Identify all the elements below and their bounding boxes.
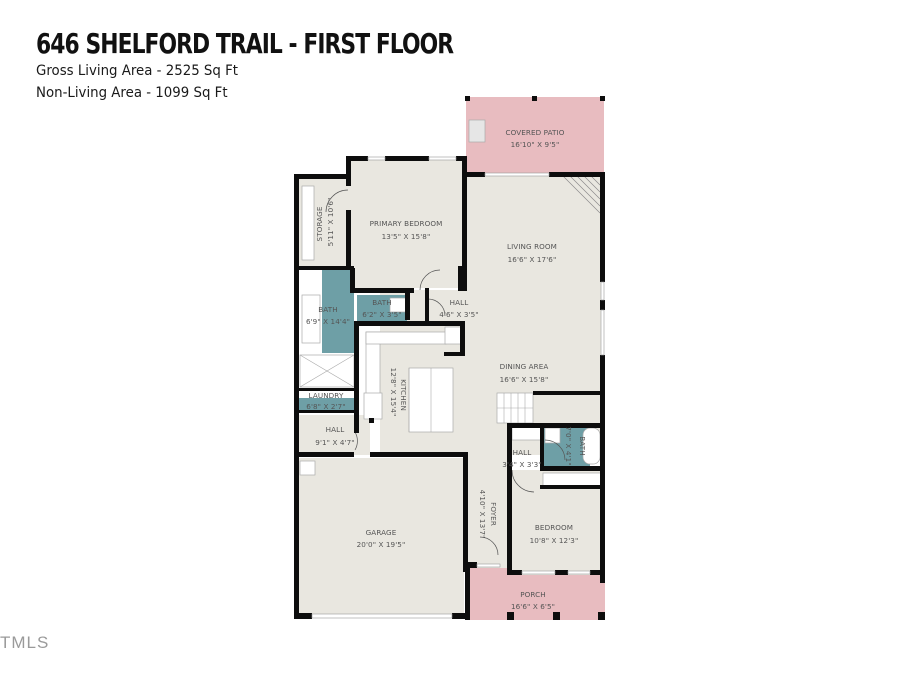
- half-bath-dims: 6'2" X 3'5": [362, 310, 401, 319]
- primary-bedroom-name: PRIMARY BEDROOM: [370, 219, 443, 228]
- hall-mud-dims: 9'1" X 4'7": [315, 438, 354, 447]
- bedroom-name: BEDROOM: [535, 523, 573, 532]
- storage-name: STORAGE: [315, 206, 324, 241]
- laundry-name: LAUNDRY: [309, 391, 344, 400]
- garage-dims: 20'0" X 19'5": [357, 540, 406, 549]
- hall-small-dims: 3'4" X 3'3": [502, 460, 541, 469]
- kitchen-dims: 12'8" X 15'4": [389, 368, 398, 417]
- dining-area-name: DINING AREA: [500, 362, 549, 371]
- covered-patio-dims: 16'10" X 9'5": [511, 140, 560, 149]
- dining-area-dims: 16'6" X 15'8": [500, 375, 549, 384]
- covered-patio-area: [466, 97, 604, 175]
- living-room-name: LIVING ROOM: [507, 242, 557, 251]
- living-room-dims: 16'6" X 17'6": [508, 255, 557, 264]
- laundry-dims: 6'8" X 2'7": [306, 402, 345, 411]
- hall-small-name: HALL: [513, 448, 532, 457]
- half-bath-name: BATH: [372, 298, 391, 307]
- hall-mud-name: HALL: [326, 425, 345, 434]
- bedroom-dims: 10'8" X 12'3": [530, 536, 579, 545]
- storage-dims: 5'11" X 10'6": [326, 198, 335, 247]
- bath-2-dims: 7'0" X 4'1": [564, 426, 573, 465]
- non-living-area: Non-Living Area - 1099 Sq Ft: [36, 85, 228, 101]
- foyer-dims: 4'10" X 13'7": [478, 490, 487, 539]
- primary-bath-floor: [322, 268, 354, 353]
- porch-name: PORCH: [520, 590, 546, 599]
- covered-patio-name: COVERED PATIO: [505, 128, 564, 137]
- foyer-name: FOYER: [489, 502, 498, 526]
- porch-dims: 16'6" X 6'5": [511, 602, 555, 611]
- primary-bath-name: BATH: [318, 305, 337, 314]
- primary-bath-dims: 6'9" X 14'4": [306, 317, 350, 326]
- primary-bedroom-dims: 13'5" X 15'8": [382, 232, 431, 241]
- hall-upper-name: HALL: [450, 298, 469, 307]
- hall-upper-dims: 4'6" X 3'5": [439, 310, 478, 319]
- bath-2-name: BATH: [578, 436, 587, 455]
- kitchen-name: KITCHEN: [399, 379, 408, 411]
- garage-name: GARAGE: [366, 528, 397, 537]
- mls-watermark: TMLS: [0, 633, 50, 652]
- gross-living-area: Gross Living Area - 2525 Sq Ft: [36, 63, 238, 79]
- laundry-strip: [298, 398, 356, 410]
- page-title: 646 SHELFORD TRAIL - FIRST FLOOR: [36, 27, 454, 60]
- porch-area: [467, 568, 605, 620]
